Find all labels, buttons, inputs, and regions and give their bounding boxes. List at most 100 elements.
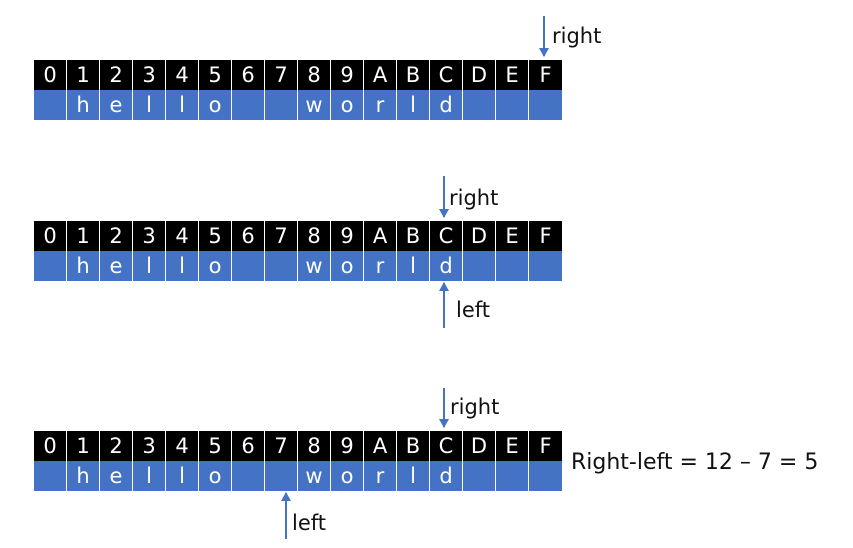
index-cell: 9 [331, 431, 364, 461]
char-cell: l [133, 251, 166, 281]
char-cell: l [397, 90, 430, 120]
index-cell: 1 [67, 431, 100, 461]
char-cell: l [133, 90, 166, 120]
char-cell [232, 251, 265, 281]
char-cell [34, 90, 67, 120]
char-cell: r [364, 90, 397, 120]
right-pointer-arrow-3 [439, 388, 449, 428]
char-cell: w [298, 461, 331, 491]
index-cell: 2 [100, 431, 133, 461]
right-label-3: right [450, 395, 500, 419]
index-cell: 7 [265, 431, 298, 461]
char-cell: e [100, 251, 133, 281]
right-label-2: right [449, 186, 499, 210]
index-cell: 2 [100, 60, 133, 90]
index-cell: 9 [331, 221, 364, 251]
char-cell [34, 461, 67, 491]
char-cell: o [331, 461, 364, 491]
char-cell: r [364, 461, 397, 491]
char-cell: l [166, 90, 199, 120]
index-cell: 8 [298, 221, 331, 251]
char-cell: d [430, 90, 463, 120]
char-cell: h [67, 251, 100, 281]
index-cell: 3 [133, 60, 166, 90]
char-cell [463, 90, 496, 120]
char-cell: o [199, 251, 232, 281]
char-cell [34, 251, 67, 281]
index-cell: C [430, 60, 463, 90]
index-cell: 4 [166, 221, 199, 251]
char-cell: w [298, 90, 331, 120]
char-cell: l [166, 251, 199, 281]
char-cell [232, 90, 265, 120]
char-cell: o [331, 90, 364, 120]
index-cell: A [364, 60, 397, 90]
index-cell: 6 [232, 431, 265, 461]
index-cell: F [529, 221, 562, 251]
index-cell: D [463, 60, 496, 90]
index-cell: 1 [67, 60, 100, 90]
index-cell: 8 [298, 431, 331, 461]
char-cell [265, 461, 298, 491]
index-cell: 5 [199, 60, 232, 90]
index-cell: 7 [265, 221, 298, 251]
char-cell: h [67, 90, 100, 120]
index-cell: 1 [67, 221, 100, 251]
char-cell [529, 90, 562, 120]
right-pointer-arrow-2 [439, 176, 449, 218]
char-cell: o [331, 251, 364, 281]
index-cell: C [430, 221, 463, 251]
char-cell: e [100, 461, 133, 491]
index-cell: 4 [166, 60, 199, 90]
char-cell [529, 251, 562, 281]
index-cell: 9 [331, 60, 364, 90]
char-cell [496, 461, 529, 491]
index-cell: A [364, 431, 397, 461]
char-cell: d [430, 251, 463, 281]
char-cell: r [364, 251, 397, 281]
index-cell: 6 [232, 60, 265, 90]
char-cell [463, 251, 496, 281]
char-cell: o [199, 90, 232, 120]
char-cell [463, 461, 496, 491]
index-cell: 6 [232, 221, 265, 251]
char-cell [265, 90, 298, 120]
char-cell: e [100, 90, 133, 120]
left-label-3: left [292, 511, 327, 535]
index-cell: E [496, 221, 529, 251]
char-cell [496, 90, 529, 120]
index-cell: E [496, 431, 529, 461]
index-cell: F [529, 60, 562, 90]
char-cell: o [199, 461, 232, 491]
index-cell: E [496, 60, 529, 90]
char-cell [529, 461, 562, 491]
index-cell: A [364, 221, 397, 251]
index-cell: 3 [133, 431, 166, 461]
index-cell: D [463, 221, 496, 251]
char-cell: l [397, 461, 430, 491]
char-cell: w [298, 251, 331, 281]
left-label-2: left [456, 298, 491, 322]
right-label-1: right [552, 24, 602, 48]
index-cell: D [463, 431, 496, 461]
char-cell: d [430, 461, 463, 491]
index-cell: 4 [166, 431, 199, 461]
index-cell: 0 [34, 431, 67, 461]
char-cell: l [133, 461, 166, 491]
index-cell: 2 [100, 221, 133, 251]
index-cell: B [397, 431, 430, 461]
right-pointer-arrow-1 [539, 16, 549, 57]
index-cell: C [430, 431, 463, 461]
char-cell [232, 461, 265, 491]
char-cell: l [397, 251, 430, 281]
char-cell [496, 251, 529, 281]
index-cell: 7 [265, 60, 298, 90]
index-cell: B [397, 60, 430, 90]
